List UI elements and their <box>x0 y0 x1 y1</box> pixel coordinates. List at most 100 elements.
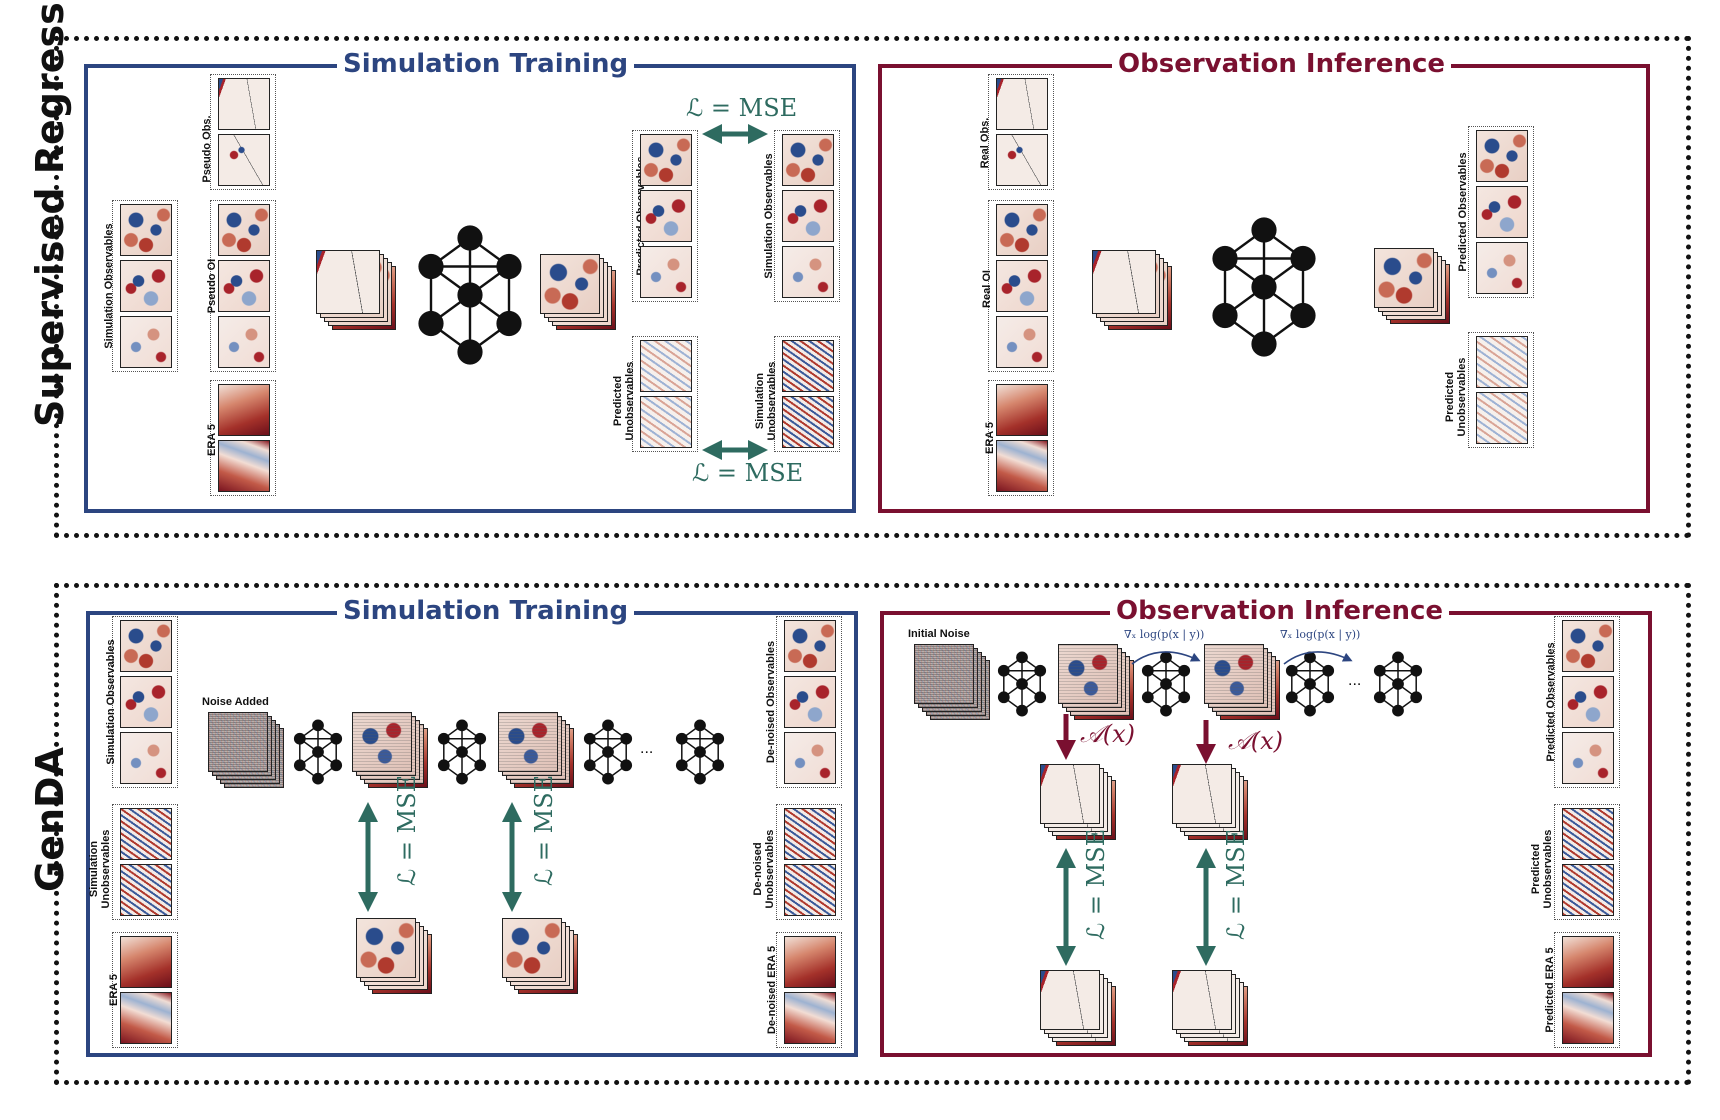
tile-pred-unobs-2 <box>640 396 692 448</box>
tile-pred-obs-2 <box>640 190 692 242</box>
tile-sim-obs-target-1 <box>782 134 834 186</box>
noisy-stack-2 <box>498 712 574 788</box>
panel-title-genda-inference: Observation Inference <box>1110 596 1450 626</box>
tile-sim-obs-3 <box>120 316 172 368</box>
panel-title-sr-inference: Observation Inference <box>1112 49 1452 79</box>
initial-noise-stack <box>914 644 990 720</box>
tile-pred-obs-infer-3 <box>1476 242 1528 294</box>
tile-g-era5-1 <box>120 936 172 988</box>
group-g-pred-observables <box>1554 616 1620 788</box>
g-obs-target-stack-1 <box>1040 970 1116 1046</box>
group-pred-observables <box>632 130 698 302</box>
tile-pseudo-obs-1 <box>218 78 270 130</box>
stack-layer <box>540 254 600 314</box>
group-g-sim-observables <box>112 616 178 788</box>
tile-pseudo-obs-2 <box>218 134 270 186</box>
g-obs-pred-stack-1 <box>1040 764 1116 840</box>
tile-real-obs-1 <box>996 78 1048 130</box>
network-icon <box>418 225 522 365</box>
stack-layer <box>1204 644 1264 704</box>
g-noisy-stack-2 <box>1204 644 1280 720</box>
grad-label-2: ∇ₓ log(p(x | y)) <box>1280 628 1361 641</box>
caption-initial-noise: Initial Noise <box>908 628 970 640</box>
panel-title-genda-training: Simulation Training <box>337 596 635 626</box>
network-icon <box>583 719 633 785</box>
tile-era5-infer-1 <box>996 384 1048 436</box>
g-noisy-stack-1 <box>1058 644 1134 720</box>
noise-stack <box>208 712 284 788</box>
group-g-pred-unobservables <box>1554 804 1620 920</box>
tile-sim-obs-target-3 <box>782 246 834 298</box>
tile-sim-obs-target-2 <box>782 190 834 242</box>
target-stack-1 <box>356 918 432 994</box>
caption-noise-added: Noise Added <box>202 696 269 708</box>
network-icon <box>437 719 487 785</box>
tile-era5-1 <box>218 384 270 436</box>
group-denoised-observables <box>776 616 842 788</box>
tile-g-pred-unobs-2 <box>1562 864 1614 916</box>
ellipsis-g-infer: ... <box>1348 672 1362 689</box>
tile-g-sim-obs-1 <box>120 620 172 672</box>
stack-layer <box>502 918 562 978</box>
group-pseudo-obs <box>210 74 276 190</box>
loss-label-bottom: ℒ = MSE <box>692 459 804 487</box>
group-g-sim-unobservables <box>112 804 178 920</box>
group-era5 <box>210 380 276 496</box>
group-real-oi <box>988 200 1054 372</box>
tile-denoised-unobs-2 <box>784 864 836 916</box>
input-stack <box>316 250 396 330</box>
network-icon <box>1212 217 1316 357</box>
network-icon <box>293 719 343 785</box>
tile-g-sim-obs-3 <box>120 732 172 784</box>
network-icon <box>1373 651 1423 717</box>
stack-layer <box>356 918 416 978</box>
tile-g-pred-obs-1 <box>1562 620 1614 672</box>
noisy-stack-1 <box>352 712 428 788</box>
tile-era5-2 <box>218 440 270 492</box>
loss-label-top: ℒ = MSE <box>686 94 798 122</box>
tile-denoised-obs-2 <box>784 676 836 728</box>
tile-pred-obs-infer-2 <box>1476 186 1528 238</box>
ellipsis-g-train: ... <box>640 740 654 757</box>
network-icon <box>997 651 1047 717</box>
tile-g-era5-2 <box>120 992 172 1044</box>
tile-era5-infer-2 <box>996 440 1048 492</box>
group-pseudo-oi <box>210 200 276 372</box>
stack-layer <box>1172 970 1232 1030</box>
tile-g-sim-unobs-2 <box>120 864 172 916</box>
grad-arrow-2 <box>1283 651 1353 665</box>
tile-sim-obs-2 <box>120 260 172 312</box>
stack-layer <box>498 712 558 772</box>
network-icon <box>1285 651 1335 717</box>
tile-pred-obs-infer-1 <box>1476 130 1528 182</box>
stack-layer <box>208 712 268 772</box>
tile-pred-unobs-infer-1 <box>1476 336 1528 388</box>
stack-layer <box>316 250 380 314</box>
stack-layer <box>1040 764 1100 824</box>
tile-g-pred-era5-1 <box>1562 936 1614 988</box>
group-denoised-era5 <box>776 932 842 1048</box>
operator-label-2: 𝒜(x) <box>1228 727 1283 755</box>
output-stack <box>540 254 616 330</box>
group-sim-observables <box>112 200 178 372</box>
group-g-pred-era5 <box>1554 932 1620 1048</box>
tile-real-oi-1 <box>996 204 1048 256</box>
tile-denoised-obs-1 <box>784 620 836 672</box>
tile-real-oi-2 <box>996 260 1048 312</box>
output-stack-infer <box>1374 248 1450 324</box>
tile-real-obs-2 <box>996 134 1048 186</box>
stack-layer <box>1058 644 1118 704</box>
group-pred-unobservables <box>632 336 698 452</box>
target-stack-2 <box>502 918 578 994</box>
tile-g-pred-obs-2 <box>1562 676 1614 728</box>
stack-layer <box>1172 764 1232 824</box>
tile-denoised-era5-2 <box>784 992 836 1044</box>
group-denoised-unobservables <box>776 804 842 920</box>
stack-layer <box>352 712 412 772</box>
tile-pred-obs-3 <box>640 246 692 298</box>
group-pred-observables-infer <box>1468 126 1534 298</box>
g-obs-pred-stack-2 <box>1172 764 1248 840</box>
tile-denoised-obs-3 <box>784 732 836 784</box>
tile-pseudo-oi-1 <box>218 204 270 256</box>
tile-g-pred-era5-2 <box>1562 992 1614 1044</box>
